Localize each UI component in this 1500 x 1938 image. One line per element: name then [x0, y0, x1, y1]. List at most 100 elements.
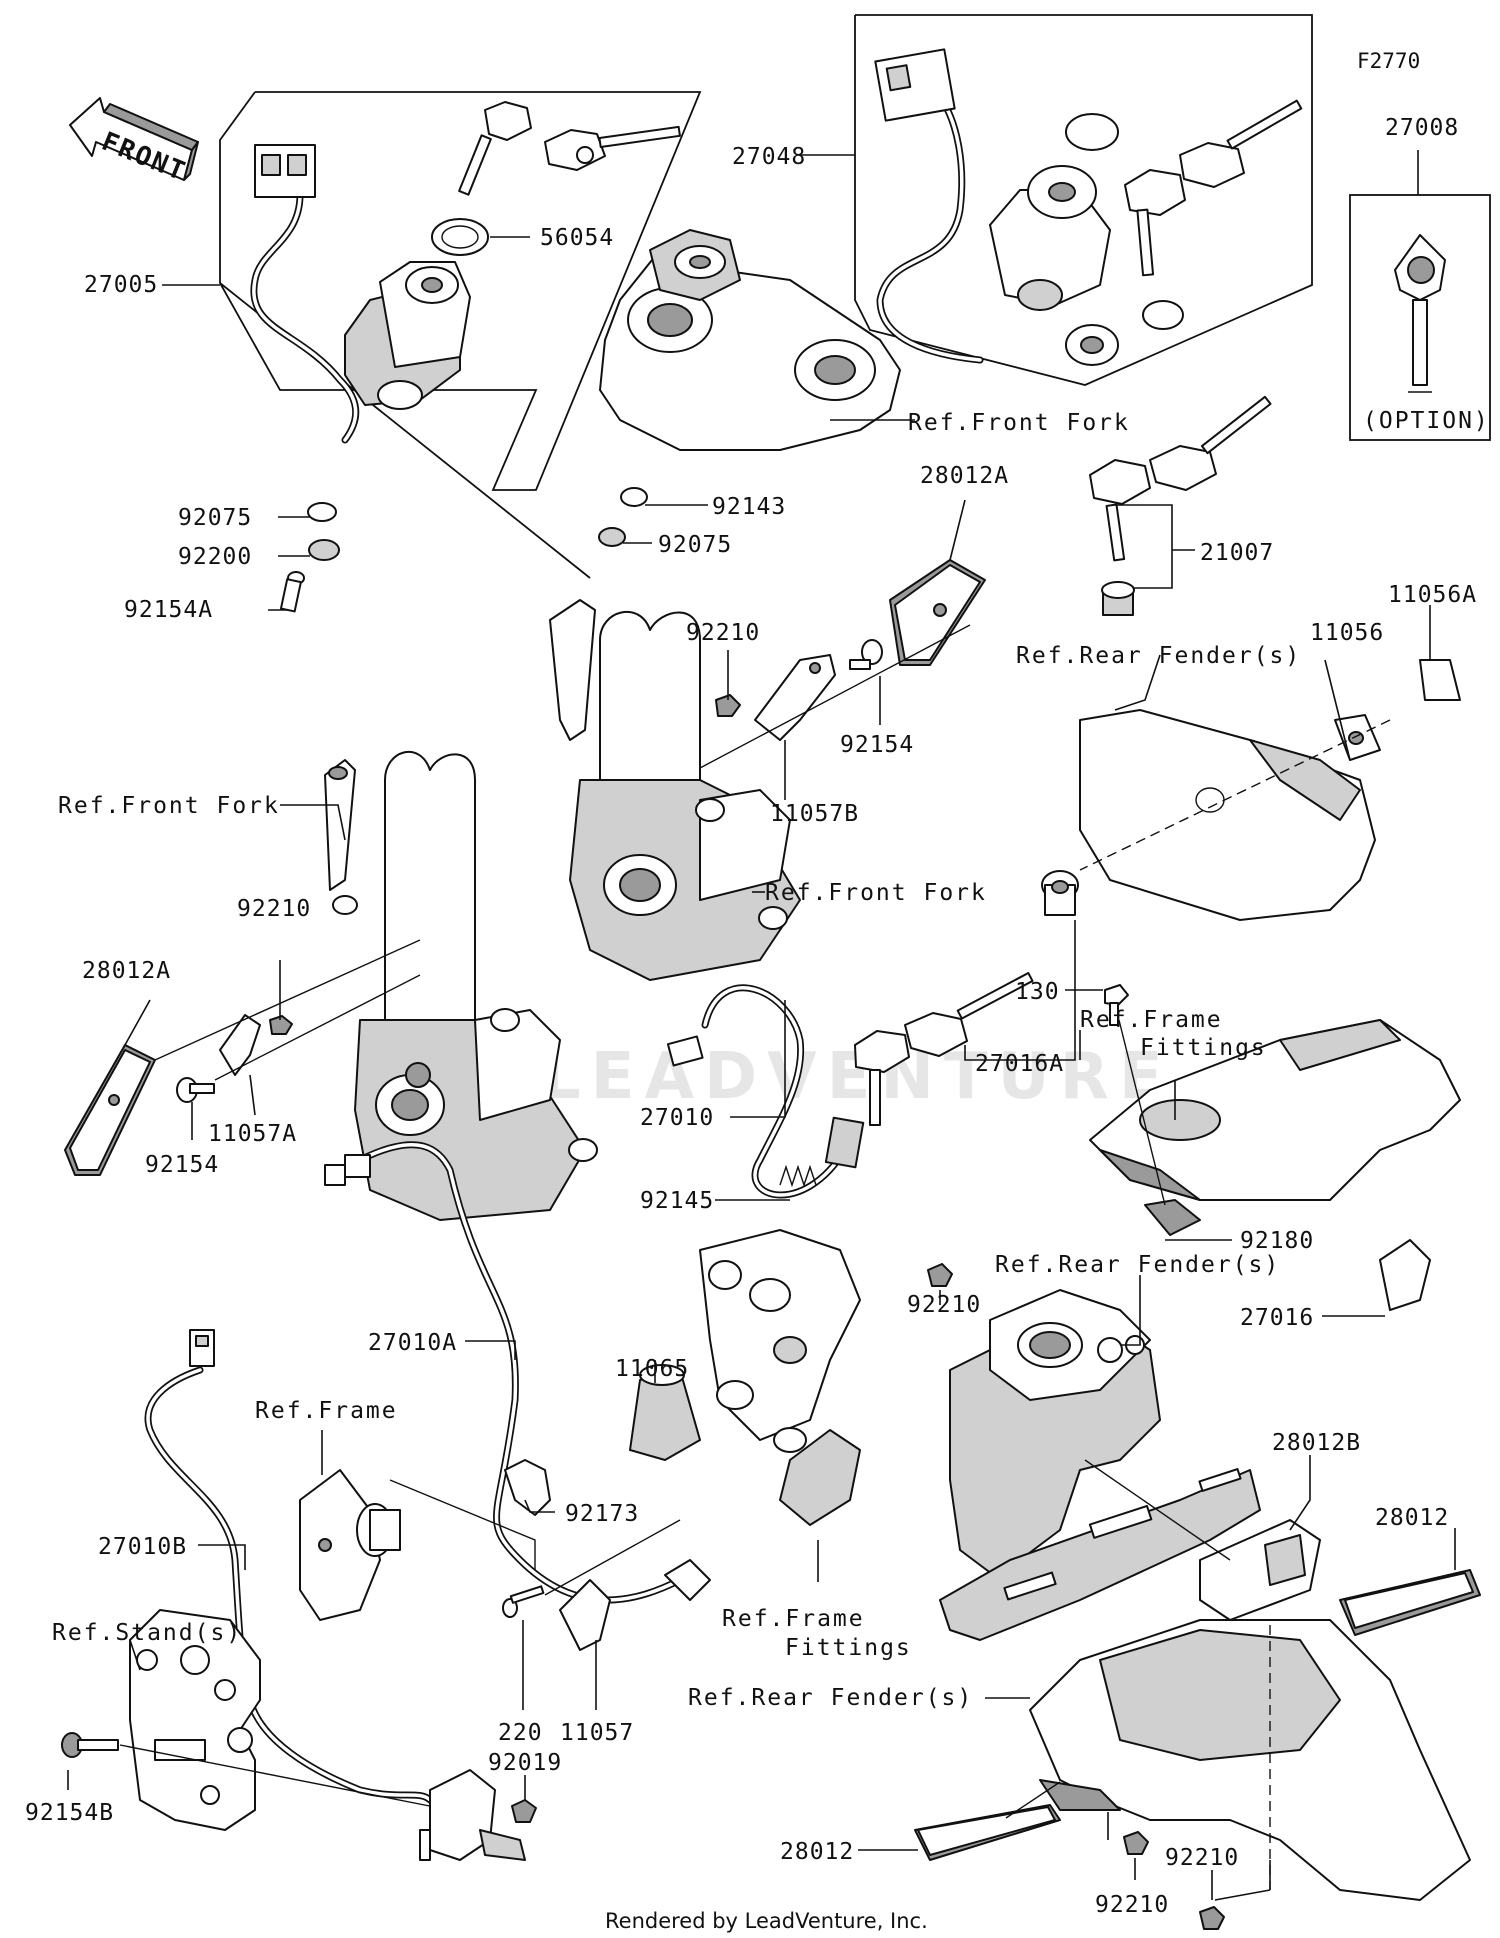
kit-box-27048	[854, 14, 1313, 386]
bracket-11056A-icon	[1419, 659, 1461, 701]
frame-bracket-icon	[299, 1469, 401, 1621]
option-label: (OPTION)	[1363, 408, 1490, 434]
ref-frame: Ref.Frame	[255, 1398, 398, 1424]
connector-icon	[664, 1559, 711, 1601]
label-27005: 27005	[84, 272, 158, 298]
label-27010: 27010	[640, 1105, 714, 1131]
steering-stem-center-icon	[549, 599, 801, 981]
bracket-11056-icon	[1334, 714, 1381, 761]
ref-rear-fender-1: Ref.Rear Fender(s)	[1016, 643, 1301, 669]
screw-92154-left-icon	[176, 1077, 215, 1103]
reflector-28012A-top-icon	[889, 559, 986, 666]
rear-fender-middle-icon	[939, 1289, 1261, 1641]
label-27016A: 27016A	[975, 1051, 1064, 1077]
washer-92200-icon	[308, 539, 340, 561]
stand-switch-icon	[419, 1769, 526, 1861]
side-stand-bracket-icon	[699, 1229, 861, 1526]
screw-92154A-icon	[279, 571, 305, 613]
label-92019: 92019	[488, 1750, 562, 1776]
label-27016: 27016	[1240, 1305, 1314, 1331]
label-92210-b: 92210	[237, 896, 311, 922]
ignition-keys-icon	[458, 101, 681, 196]
washer-92075b-icon	[598, 527, 626, 547]
label-92173: 92173	[565, 1501, 639, 1527]
ref-rear-fender-3: Ref.Rear Fender(s)	[688, 1685, 973, 1711]
label-220: 220	[498, 1720, 543, 1746]
label-11065: 11065	[615, 1356, 689, 1382]
washer-92075-icon	[307, 502, 337, 522]
screw-92154-top-icon	[849, 639, 883, 670]
option-box-27008	[1349, 194, 1491, 441]
watermark: LEADVENTURE	[540, 1040, 1173, 1114]
kit-box-27005	[219, 91, 702, 491]
washer-92180-icon	[1144, 1199, 1201, 1236]
bracket-11057-icon	[559, 1579, 611, 1651]
key-set-21007-icon	[1089, 395, 1272, 616]
label-92210-e: 92210	[1165, 1845, 1239, 1871]
label-92075-a: 92075	[178, 505, 252, 531]
nut-92210d-icon	[1123, 1831, 1149, 1855]
screw-220-icon	[502, 1585, 545, 1618]
option-key-27008-icon	[1394, 234, 1446, 393]
bracket-11057B-icon	[754, 654, 836, 741]
label-92154A: 92154A	[124, 597, 213, 623]
bolt-92154B-icon	[61, 1732, 119, 1758]
label-11056: 11056	[1310, 620, 1384, 646]
label-27048: 27048	[732, 144, 806, 170]
label-92075-b: 92075	[658, 532, 732, 558]
nut-92210b-icon	[269, 1015, 293, 1035]
front-fork-left-icon	[324, 750, 598, 1221]
washer-56054-icon	[431, 218, 489, 256]
rear-fender-bottom-icon	[1029, 1619, 1471, 1901]
ref-front-fork-1: Ref.Front Fork	[908, 410, 1130, 436]
bracket-27016-icon	[1379, 1239, 1431, 1311]
label-11057A: 11057A	[208, 1121, 297, 1147]
rubber-11065-icon	[629, 1364, 701, 1461]
label-92200: 92200	[178, 544, 252, 570]
ref-front-fork-2: Ref.Front Fork	[58, 793, 280, 819]
cable-27010A-icon	[324, 1141, 684, 1604]
frame-fitting-right-icon	[1089, 1019, 1461, 1201]
label-92154-top: 92154	[840, 732, 914, 758]
label-92145: 92145	[640, 1188, 714, 1214]
label-92210-a: 92210	[686, 620, 760, 646]
ref-front-fork-3: Ref.Front Fork	[765, 880, 987, 906]
spring-92145-icon	[779, 1164, 817, 1188]
ignition-switch-icon	[250, 144, 471, 444]
reflector-28012-bottom-icon	[914, 1804, 1061, 1861]
render-caption: Rendered by LeadVenture, Inc.	[605, 1909, 928, 1933]
stand-bracket-icon	[129, 1609, 261, 1831]
ref-rear-fender-2: Ref.Rear Fender(s)	[995, 1252, 1280, 1278]
label-21007: 21007	[1200, 540, 1274, 566]
bolt-130-icon	[1104, 984, 1129, 1026]
rear-fender-top-icon	[1079, 709, 1376, 921]
nut-92210c-icon	[927, 1263, 953, 1287]
nut-92019-icon	[511, 1799, 537, 1823]
label-28012A-left: 28012A	[82, 958, 171, 984]
label-27010A: 27010A	[368, 1330, 457, 1356]
reflector-28012B-icon	[1199, 1519, 1321, 1621]
sensor-27010-icon	[666, 984, 865, 1199]
label-27008: 27008	[1385, 115, 1459, 141]
label-28012-bottom: 28012	[780, 1839, 854, 1865]
ref-frame-fittings-2-line2: Fittings	[785, 1635, 912, 1661]
label-56054: 56054	[540, 225, 614, 251]
ref-frame-fittings-1-line1: Ref.Frame	[1080, 1007, 1223, 1033]
label-92143: 92143	[712, 494, 786, 520]
key-set-27048-icon	[874, 48, 1303, 366]
front-arrow-icon: FRONT	[69, 97, 199, 188]
label-11057: 11057	[560, 1720, 634, 1746]
label-92154B: 92154B	[25, 1800, 114, 1826]
ref-frame-fittings-1-line2: Fittings	[1140, 1035, 1267, 1061]
reflector-28012-right-icon	[1339, 1569, 1481, 1636]
upper-bracket-icon	[599, 229, 901, 451]
seat-lock-27016A-icon	[854, 870, 1079, 1126]
label-27010B: 27010B	[98, 1534, 187, 1560]
nut-92210e-icon	[1199, 1906, 1225, 1930]
label-92210-c: 92210	[907, 1292, 981, 1318]
washer-92143-icon	[620, 487, 648, 507]
label-11056A: 11056A	[1388, 582, 1477, 608]
figure-code: F2770	[1357, 49, 1420, 73]
